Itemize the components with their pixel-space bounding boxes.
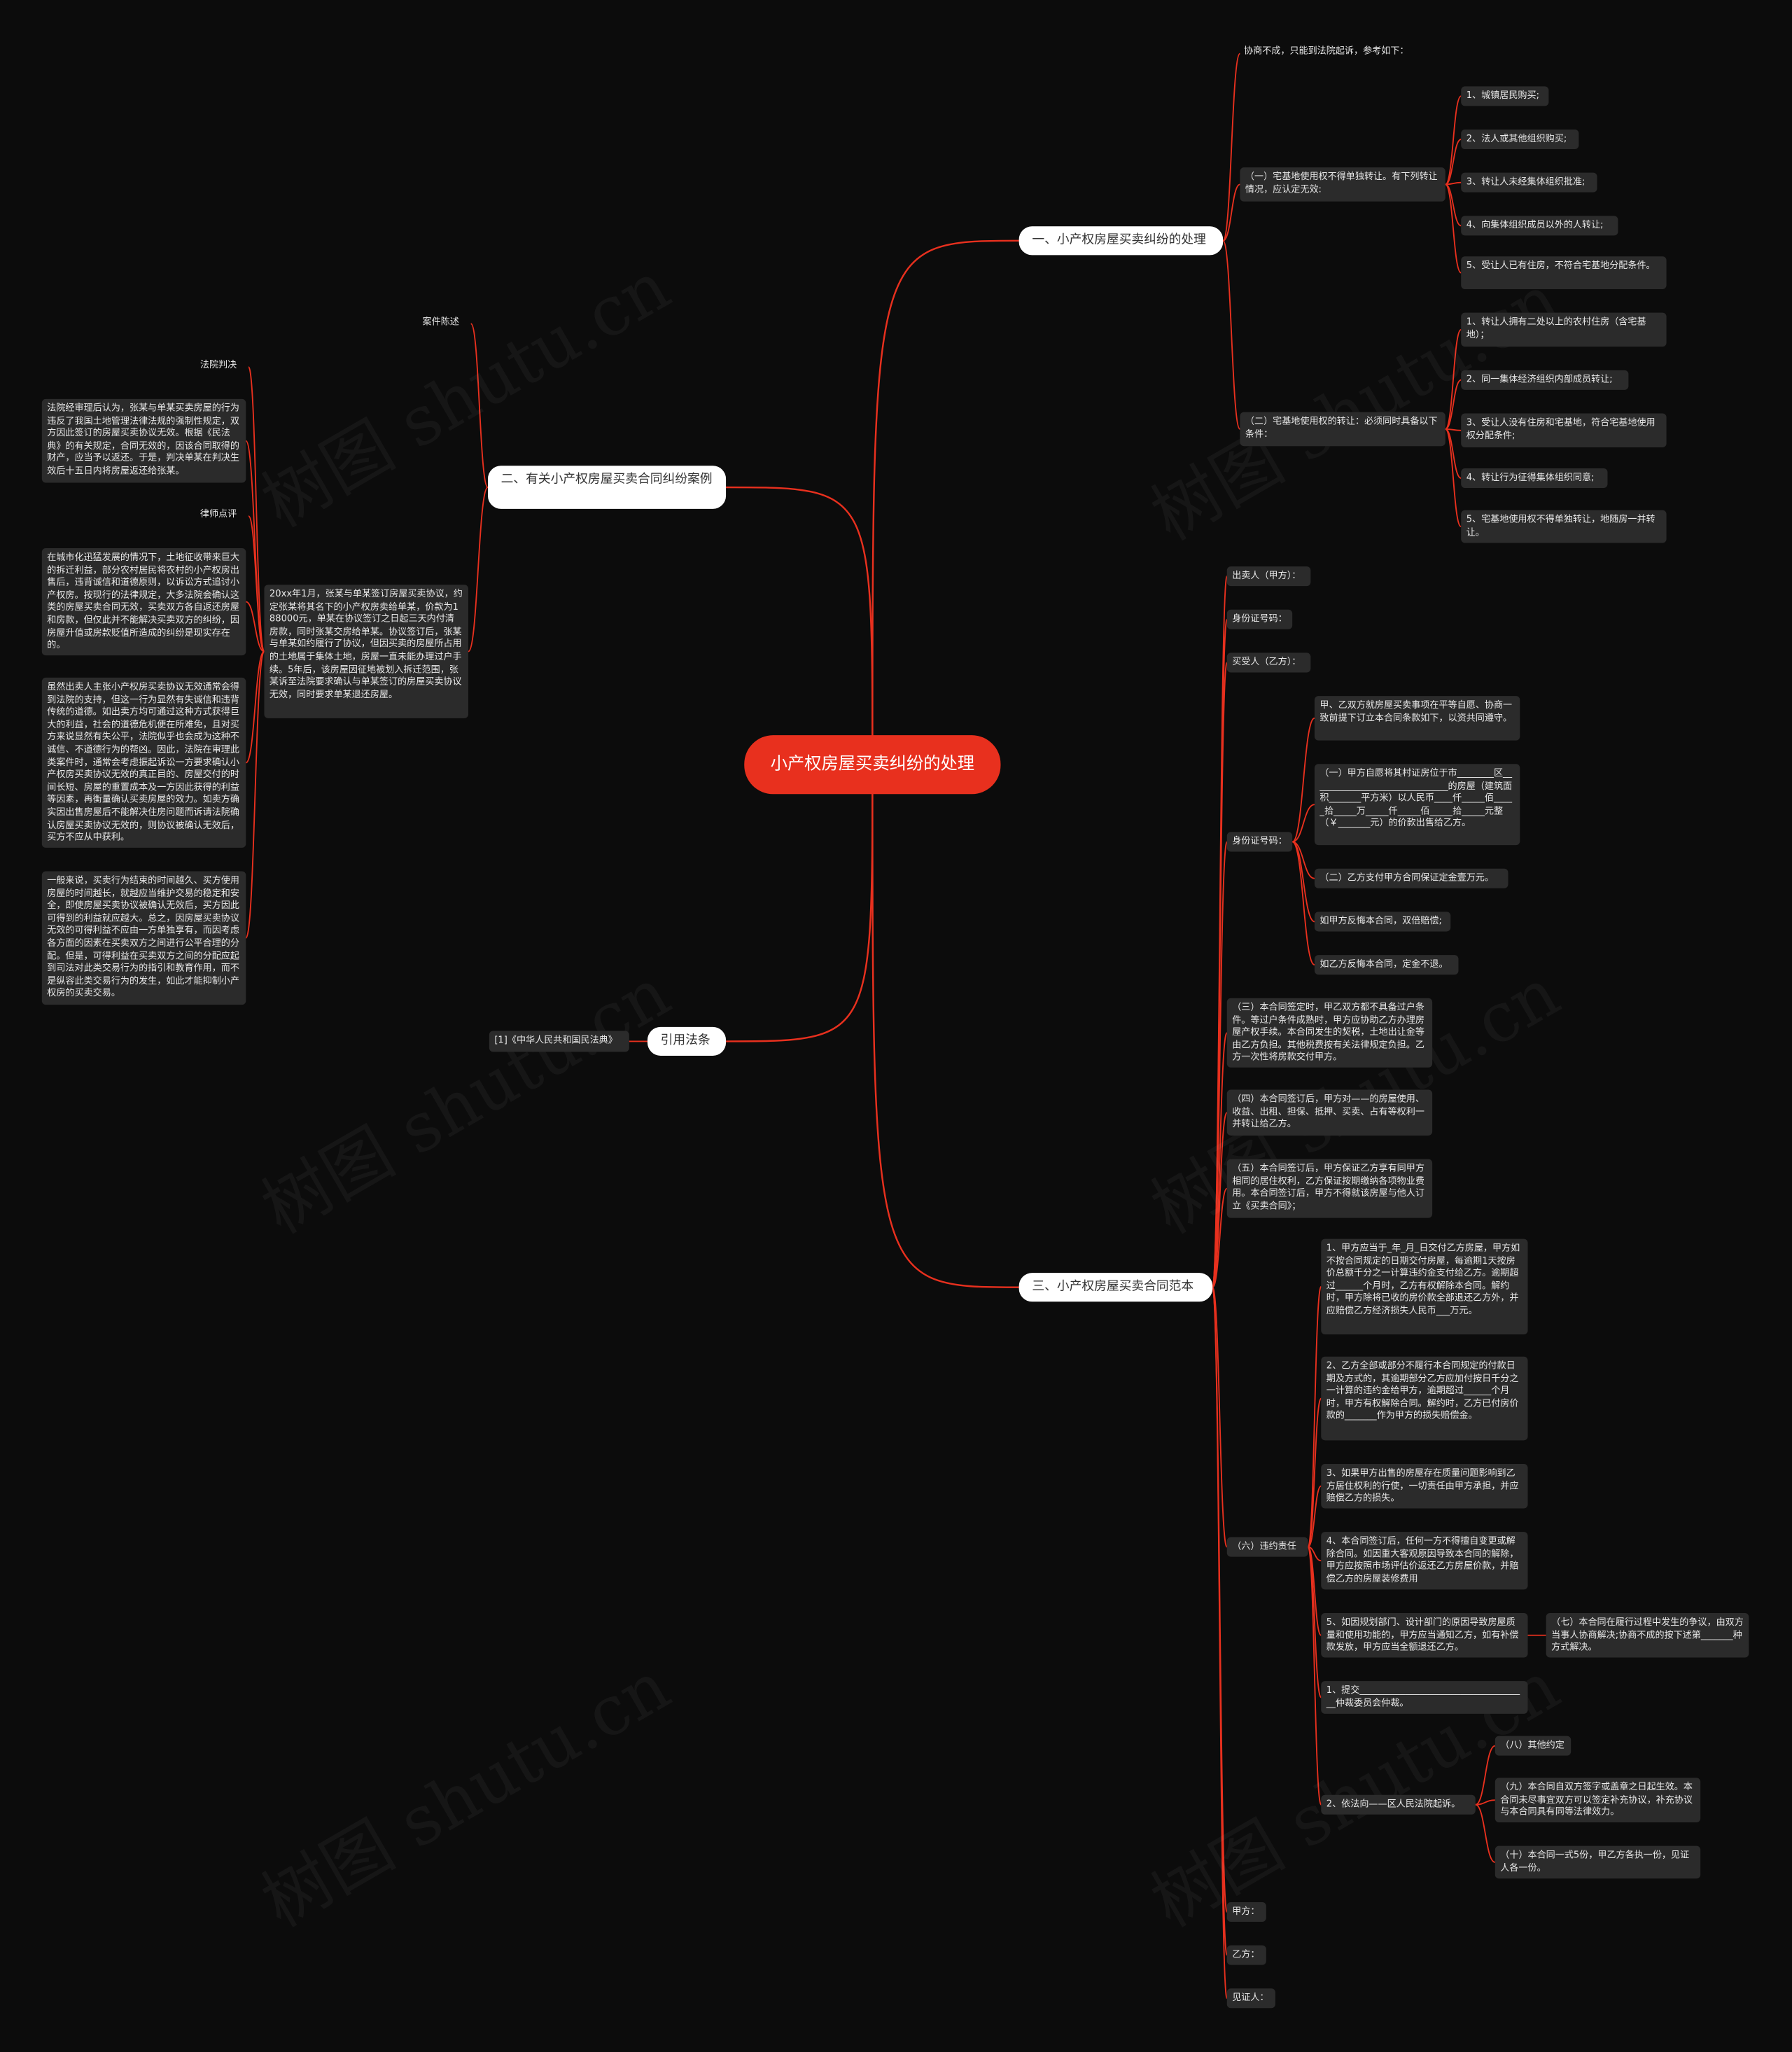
- branch-case-study[interactable]: 二、有关小产权房屋买卖合同纠纷案例: [487, 466, 727, 509]
- connector-line: [872, 765, 1019, 1288]
- node-negotiation-failed[interactable]: 协商不成，只能到法院起诉，参考如下：: [1244, 46, 1409, 57]
- connector-line: [245, 650, 265, 764]
- clause-10[interactable]: （十）本合同一式5份，甲乙方各执一份，见证人各一份。: [1494, 1845, 1701, 1879]
- branch-cited-law[interactable]: 引用法条: [647, 1026, 727, 1056]
- connector-line: [1292, 804, 1315, 843]
- connector-line: [1292, 841, 1315, 879]
- connector-line: [245, 650, 265, 939]
- connector-line: [1307, 1397, 1322, 1548]
- connector-line: [726, 765, 874, 1042]
- leaf-transfer-condition[interactable]: 1、转让人拥有二处以上的农村住房（含宅基地）；: [1461, 312, 1667, 347]
- connector-line: [1445, 379, 1462, 430]
- connector-line: [1222, 183, 1240, 242]
- connector-line: [1307, 1285, 1322, 1548]
- liability-item[interactable]: 5、如因规划部门、设计部门的原因导致房屋质量和使用功能的，甲方应当通知乙方，如有…: [1321, 1612, 1528, 1658]
- lawyer-comment-text[interactable]: 虽然出卖人主张小产权房买卖协议无效通常会得到法院的支持，但这一行为显然有失诚信和…: [41, 677, 246, 848]
- connector-line: [468, 487, 489, 652]
- connector-line: [1307, 1546, 1322, 1806]
- connector-line: [1212, 1187, 1228, 1288]
- connector-line: [1475, 1745, 1496, 1806]
- connector-line: [1292, 841, 1315, 966]
- signature-witness[interactable]: 见证人：: [1226, 1988, 1275, 2009]
- connector-line: [470, 323, 489, 488]
- clause-preamble[interactable]: 甲、乙双方就房屋买卖事项在平等自愿、协商一致前提下订立本合同条款如下，以资共同遵…: [1314, 696, 1520, 741]
- field-id-number[interactable]: 身份证号码：: [1226, 609, 1293, 629]
- connector-line: [1212, 1286, 1228, 1548]
- lawyer-comment-text[interactable]: 在城市化迅猛发展的情况下，土地征收带来巨大的拆迁利益，部分农村居民将农村的小产权…: [41, 547, 246, 656]
- clause-5[interactable]: （五）本合同签订后，甲方保证乙方享有同甲方相同的居住权利，乙方保证按期缴纳各项物…: [1226, 1159, 1433, 1218]
- connector-line: [1445, 139, 1462, 186]
- case-description[interactable]: 20xx年1月，张某与单某签订房屋买卖协议，约定张某将其名下的小产权房卖给单某，…: [264, 585, 468, 718]
- node-court-judgment[interactable]: 法院判决: [200, 359, 237, 370]
- clause-2[interactable]: （二）乙方支付甲方合同保证定金壹万元。: [1314, 868, 1508, 888]
- leaf-civil-code[interactable]: [1]《中华人民共和国民法典》: [489, 1031, 629, 1052]
- signature-party-b[interactable]: 乙方：: [1226, 1945, 1266, 1965]
- connector-line: [1475, 1803, 1496, 1863]
- connector-line: [248, 366, 265, 652]
- connector-line: [1292, 717, 1315, 843]
- connector-line: [248, 515, 265, 652]
- connector-line: [1222, 239, 1241, 430]
- connector-line: [1475, 1799, 1495, 1806]
- leaf-transfer-condition[interactable]: 3、受让人没有住房和宅基地，符合宅基地使用权分配条件;: [1461, 413, 1667, 448]
- field-id-number[interactable]: 身份证号码：: [1226, 832, 1293, 852]
- node-lawyer-comment[interactable]: 律师点评: [200, 508, 237, 519]
- branch-dispute-handling[interactable]: 一、小产权房屋买卖纠纷的处理: [1018, 226, 1224, 256]
- connector-line: [1444, 328, 1462, 430]
- connector-line: [1222, 53, 1241, 242]
- dispute-option-court[interactable]: 2、依法向——区人民法院起诉。: [1321, 1794, 1476, 1815]
- node-transfer-conditions[interactable]: （二）宅基地使用权的转让：必须同时具备以下条件：: [1240, 412, 1446, 447]
- connector-line: [1212, 841, 1228, 1288]
- liability-item[interactable]: 2、乙方全部或部分不履行本合同规定的付款日期及方式的，其逾期部分乙方应加付按日千…: [1321, 1356, 1528, 1441]
- root-node[interactable]: 小产权房屋买卖纠纷的处理: [744, 735, 1001, 795]
- node-case-intro[interactable]: 案件陈述: [422, 316, 459, 328]
- leaf-transfer-condition[interactable]: 2、同一集体经济组织内部成员转让;: [1461, 370, 1629, 390]
- clause-4[interactable]: （四）本合同签订后，甲方对——的房屋使用、收益、出租、担保、抵押、买卖、占有等权…: [1226, 1089, 1433, 1136]
- clause-buyer-breach[interactable]: 如乙方反悔本合同，定金不退。: [1314, 955, 1459, 975]
- clause-1[interactable]: （一）甲方自愿将其村证房位于市________区________________…: [1314, 764, 1520, 846]
- connector-line: [1444, 428, 1462, 528]
- leaf-invalid-case[interactable]: 3、转让人未经集体组织批准;: [1461, 172, 1597, 193]
- connector-line: [1445, 183, 1462, 227]
- leaf-invalid-case[interactable]: 2、法人或其他组织购买;: [1461, 129, 1579, 150]
- field-seller[interactable]: 出卖人（甲方）：: [1226, 566, 1311, 587]
- clause-7-dispute[interactable]: （七）本合同在履行过程中发生的争议，由双方当事人协商解决;协商不成的按下述第__…: [1546, 1612, 1749, 1658]
- connector-line: [1212, 1286, 1228, 1999]
- connector-line: [1444, 95, 1462, 186]
- liability-item[interactable]: 4、本合同签订后，任何一方不得擅自变更或解除合同。如因重大客观原因导致本合同的解…: [1321, 1532, 1528, 1590]
- lawyer-comment-text[interactable]: 一般来说，买卖行为结束的时间越久、买方使用房屋的时间越长，就越应当维护交易的稳定…: [41, 871, 246, 1005]
- connector-line: [726, 486, 874, 765]
- leaf-invalid-case[interactable]: 4、向集体组织成员以外的人转让;: [1461, 216, 1618, 236]
- dispute-option-arbitration[interactable]: 1、提交____________________________________…: [1321, 1681, 1528, 1714]
- connector-line: [872, 239, 1019, 765]
- liability-item[interactable]: 3、如果甲方出售的房屋存在质量问题影响到乙方居住权利的行使，一切责任由甲方承担，…: [1321, 1463, 1528, 1509]
- clause-9[interactable]: （九）本合同自双方签字或盖章之日起生效。本合同未尽事宜双方可以签定补充协议，补充…: [1494, 1778, 1701, 1822]
- connector-line: [1444, 183, 1462, 274]
- leaf-invalid-case[interactable]: 1、城镇居民购买;: [1461, 86, 1549, 106]
- leaf-transfer-condition[interactable]: 4、转让行为征得集体组织同意;: [1461, 468, 1608, 488]
- connector-line: [1307, 1485, 1322, 1548]
- clause-seller-breach[interactable]: 如甲方反悔本合同，双倍赔偿;: [1314, 912, 1451, 932]
- judgment-text[interactable]: 法院经审理后认为，张某与单某买卖房屋的行为违反了我国土地管理法律法规的强制性规定…: [41, 398, 246, 483]
- connector-line: [1307, 1546, 1322, 1698]
- leaf-invalid-case[interactable]: 5、受让人已有住房，不符合宅基地分配条件。: [1461, 256, 1667, 289]
- connector-line: [1445, 181, 1462, 186]
- connector-line: [245, 601, 265, 652]
- branch-contract-template[interactable]: 三、小产权房屋买卖合同范本: [1018, 1273, 1213, 1302]
- field-buyer[interactable]: 买受人（乙方）：: [1226, 652, 1311, 673]
- clause-8[interactable]: （八）其他约定: [1494, 1736, 1572, 1756]
- signature-party-a[interactable]: 甲方：: [1226, 1901, 1266, 1922]
- leaf-transfer-condition[interactable]: 5、宅基地使用权不得单独转让，地随房一并转让。: [1461, 510, 1667, 543]
- liability-item[interactable]: 1、甲方应当于_年_月_日交付乙方房屋，甲方如不按合同规定的日期交付房屋，每逾期…: [1321, 1238, 1528, 1334]
- node-invalid-transfer[interactable]: （一）宅基地使用权不得单独转让。有下列转让情况，应认定无效:: [1240, 167, 1446, 202]
- clause-3[interactable]: （三）本合同签定时，甲乙双方都不具备过户条件。等过户条件成熟时，甲方应协助乙方办…: [1226, 998, 1433, 1068]
- connector-line: [1445, 428, 1462, 431]
- clause-6-liability[interactable]: （六）违约责任: [1226, 1537, 1308, 1557]
- connector-line: [1308, 1546, 1322, 1562]
